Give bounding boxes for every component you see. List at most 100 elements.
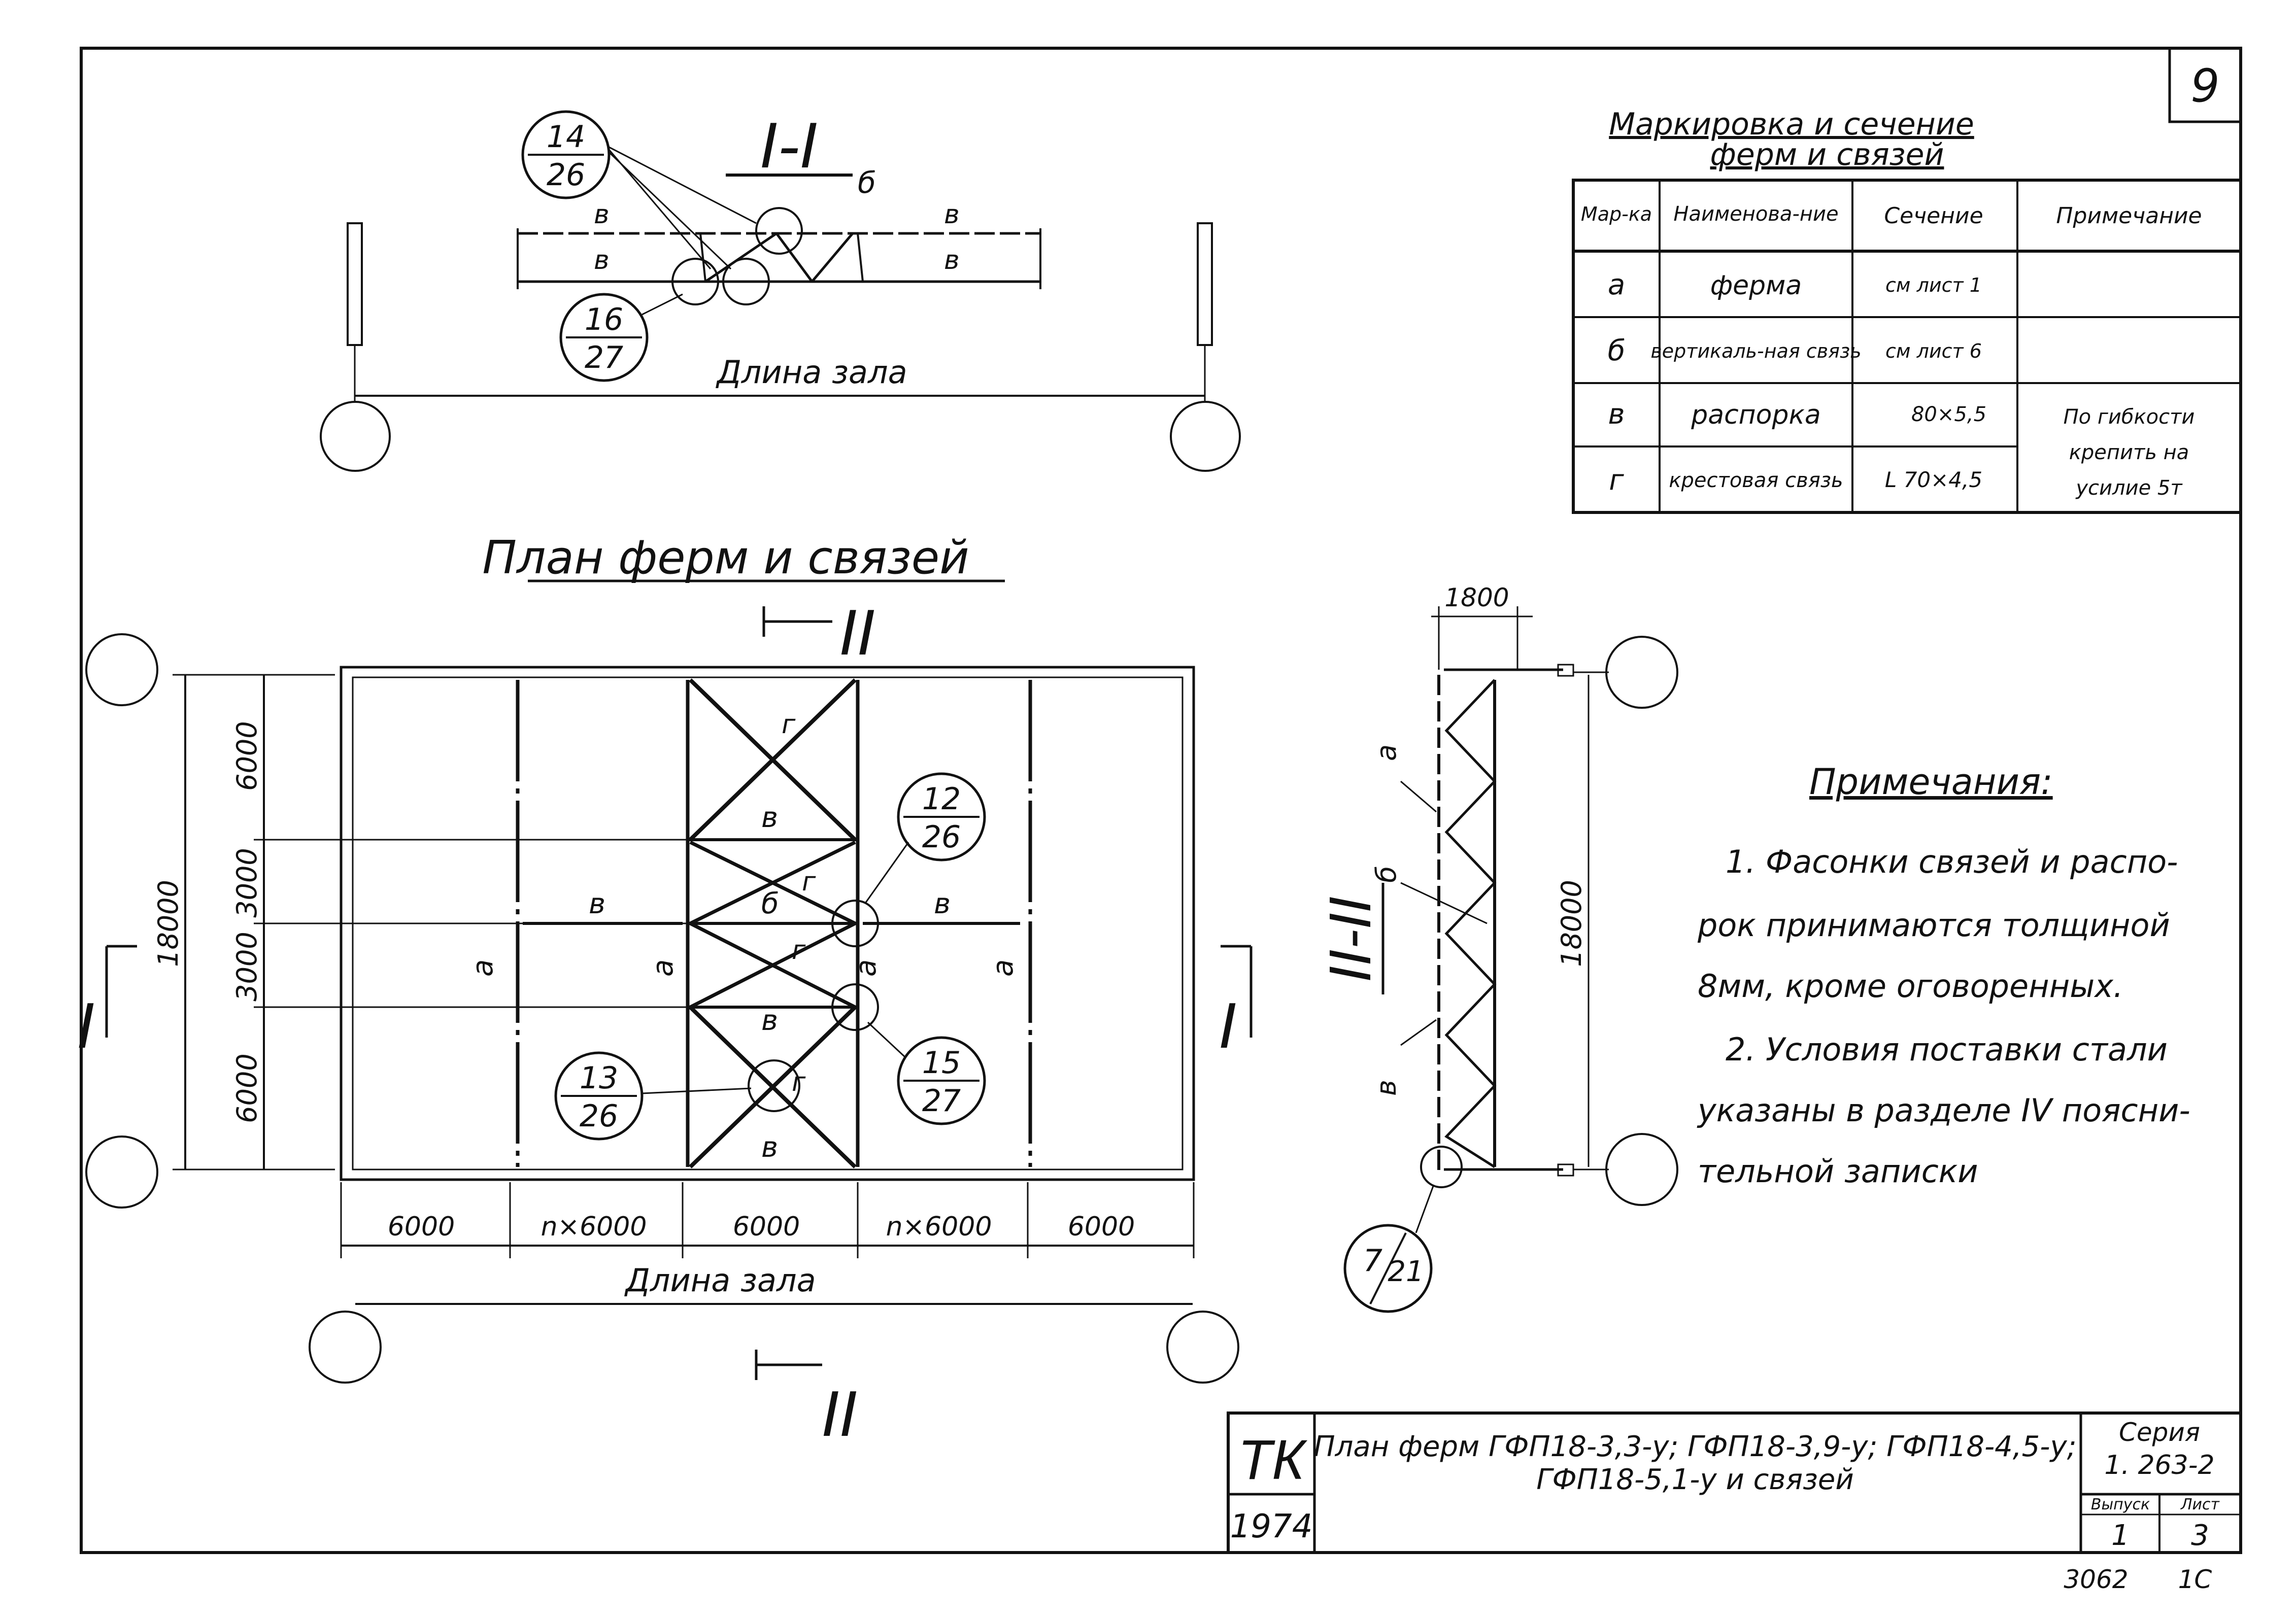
title-block-series-value: 1. 263-2 — [2104, 1450, 2214, 1481]
legend-row-name: вертикаль-ная связь — [1650, 340, 1861, 362]
section-2-height-dim: 18000 — [1556, 880, 1588, 967]
notes: Примечания: 1. Фасонки связей и распо- р… — [1697, 761, 2190, 1190]
plan-label-a: а — [987, 959, 1020, 977]
plan-callout-top: 12 — [922, 781, 961, 817]
legend-row-section: см лист 6 — [1885, 340, 1982, 362]
section-2-label-a: а — [1370, 744, 1402, 761]
title-block-year: 1974 — [1230, 1508, 1313, 1545]
title-block-sheet-value: 3 — [2191, 1519, 2209, 1552]
legend-row-mark: г — [1609, 464, 1624, 497]
notes-heading: Примечания: — [1809, 761, 2053, 803]
plan-label-g: г — [802, 867, 816, 897]
plan-label-v: в — [934, 887, 951, 920]
legend-title-line1: Маркировка и сечение — [1609, 107, 1974, 142]
legend-row-section: 80×5,5 — [1911, 403, 1986, 426]
plan-side-mark-right: I — [1219, 992, 1237, 1062]
plan-bottom-dim: n×6000 — [886, 1212, 992, 1242]
title-block-issue-label: Выпуск — [2091, 1496, 2150, 1513]
legend-row-section: см лист 1 — [1885, 274, 1982, 296]
plan-left-dim: 6000 — [231, 721, 263, 790]
plan-hall-length: Длина зала — [624, 1262, 816, 1299]
section-2-2: II-II 1800 18000 а б в 7 21 — [1319, 583, 1609, 1313]
legend-header-name: Наименова-ние — [1673, 202, 1838, 226]
sheet-mark: 9 — [2190, 59, 2219, 113]
plan-title: План ферм и связей — [482, 531, 969, 584]
plan-label-a: а — [850, 959, 883, 977]
section-1-hall-length: Длина зала — [715, 354, 907, 391]
legend-header-section: Сечение — [1884, 203, 1983, 229]
plan-width-total: 18000 — [152, 880, 184, 967]
title-block-sheet-label: Лист — [2180, 1496, 2220, 1513]
plan-bottom-dim: 6000 — [388, 1212, 455, 1242]
notes-line: 1. Фасонки связей и распо- — [1726, 843, 2178, 880]
plan-bottom-dim: n×6000 — [541, 1212, 647, 1242]
legend-row-name: распорка — [1691, 400, 1821, 430]
section-1-label-v: в — [944, 245, 960, 276]
title-block-title-line1: План ферм ГФП18-3,3-у; ГФП18-3,9-у; ГФП1… — [1314, 1430, 2077, 1463]
plan-callout-bottom: 26 — [922, 819, 961, 855]
section-2-callout-top: 7 — [1363, 1243, 1382, 1279]
plan-left-dim: 3000 — [231, 932, 263, 1001]
plan-callout-bottom: 26 — [580, 1098, 618, 1134]
legend-row-mark: в — [1608, 398, 1625, 431]
section-1-callout-a-bottom: 26 — [547, 157, 585, 193]
plan-callout-bottom: 27 — [922, 1083, 961, 1119]
title-block-org: ТК — [1238, 1429, 1307, 1491]
plan-callout-top: 15 — [922, 1045, 961, 1081]
plan-label-a: а — [466, 959, 499, 977]
bottom-code: 1C — [2178, 1565, 2212, 1594]
section-2-label-b: б — [1370, 866, 1402, 883]
section-1-label-b: б — [858, 165, 876, 200]
legend-row-name: крестовая связь — [1669, 469, 1843, 492]
plan-callout-top: 13 — [580, 1060, 618, 1096]
plan-label-v: в — [761, 1131, 778, 1164]
sheet-mark-box: 9 — [2168, 47, 2242, 123]
section-1-1: I-I Длина зала б в в в в 14 26 — [320, 110, 1241, 472]
plan-label-g: г — [782, 709, 796, 740]
plan-section-mark-bottom: II — [822, 1380, 858, 1451]
section-1-callout-b-top: 16 — [585, 302, 623, 337]
title-block-series-label: Серия — [2119, 1418, 2200, 1447]
legend-header-mark: Мар-ка — [1581, 203, 1652, 225]
section-1-label-v: в — [594, 245, 610, 276]
plan-left-dim: 6000 — [231, 1053, 263, 1123]
notes-line: 2. Условия поставки стали — [1726, 1031, 2168, 1068]
plan-label-v: в — [589, 887, 605, 920]
legend-row-name: ферма — [1710, 270, 1802, 301]
legend-header-note: Примечание — [2056, 203, 2202, 229]
section-1-callout-b-bottom: 27 — [585, 340, 623, 375]
legend-row-section: L 70×4,5 — [1885, 467, 1982, 492]
title-block: ТК 1974 План ферм ГФП18-3,3-у; ГФП18-3,9… — [1227, 1412, 2242, 1554]
notes-line: тельной записки — [1698, 1153, 1978, 1190]
plan-trusses-bracing: План ферм и связей II II I I — [77, 531, 1678, 1451]
plan-bottom-dim: 6000 — [733, 1212, 800, 1242]
section-1-label-v: в — [594, 199, 610, 230]
plan-side-mark-left: I — [77, 992, 95, 1062]
plan-label-g: г — [792, 935, 806, 966]
plan-label-v: в — [761, 1004, 778, 1037]
bottom-code: 3062 — [2064, 1565, 2128, 1594]
title-block-issue-value: 1 — [2111, 1519, 2130, 1552]
legend-row-mark: а — [1608, 268, 1625, 301]
sheet-frame — [80, 47, 2242, 1554]
title-block-title-line2: ГФП18-5,1-у и связей — [1536, 1463, 1854, 1496]
legend-note-line: крепить на — [2069, 441, 2189, 464]
legend-row-mark: б — [1608, 334, 1626, 367]
plan-label-v: в — [761, 801, 778, 834]
notes-line: рок принимаются толщиной — [1697, 907, 2170, 944]
notes-line: указаны в разделе IV поясни- — [1697, 1092, 2190, 1129]
section-1-label-v: в — [944, 199, 960, 230]
plan-bottom-dim: 6000 — [1068, 1212, 1135, 1242]
plan-section-mark-top: II — [840, 599, 876, 669]
legend-table: Маркировка и сечение ферм и связей Мар-к… — [1572, 107, 2242, 514]
legend-title-line2: ферм и связей — [1710, 137, 1944, 173]
section-2-top-dim: 1800 — [1444, 583, 1509, 612]
section-2-callout-bottom: 21 — [1388, 1255, 1424, 1288]
section-1-callout-a-top: 14 — [547, 119, 585, 155]
legend-note-line: По гибкости — [2064, 405, 2195, 429]
section-2-title: II-II — [1319, 896, 1383, 981]
legend-note-line: усилие 5т — [2075, 476, 2183, 500]
plan-label-a: а — [647, 959, 680, 977]
section-2-label-v: в — [1370, 1080, 1402, 1096]
